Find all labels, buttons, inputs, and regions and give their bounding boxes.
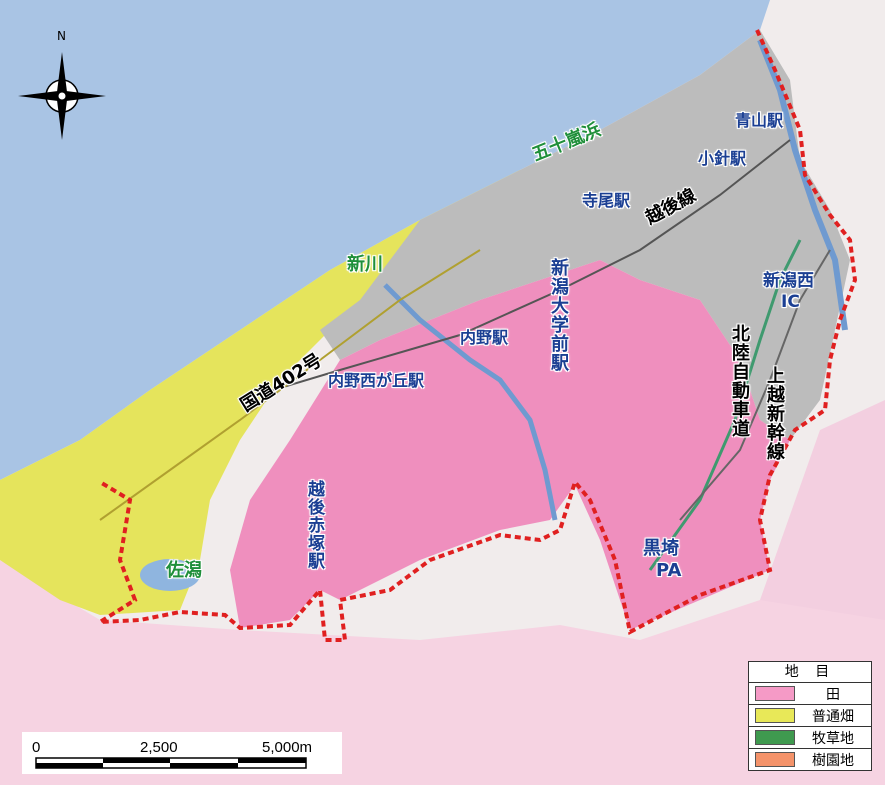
legend-title: 地 目 bbox=[749, 662, 871, 683]
legend-swatch-pasture bbox=[755, 730, 795, 745]
legend-row: 普通畑 bbox=[749, 705, 871, 727]
label-terao-station: 寺尾駅 bbox=[582, 191, 631, 210]
hokuriku-expressway-line bbox=[648, 239, 802, 571]
label-shinkawa: 新川 bbox=[347, 254, 383, 275]
legend: 地 目 田 普通畑 牧草地 樹園地 bbox=[748, 661, 872, 771]
river-shinkawa bbox=[383, 283, 558, 521]
sea-area bbox=[0, 0, 770, 480]
label-kurosaki-pa-line1: 黒埼 bbox=[643, 538, 679, 559]
outer-paddy-area-east bbox=[760, 400, 885, 620]
legend-swatch-field bbox=[755, 708, 795, 723]
legend-row: 牧草地 bbox=[749, 727, 871, 749]
legend-label: 田 bbox=[826, 686, 840, 703]
legend-row: 田 bbox=[749, 683, 871, 705]
scale-bar: 0 2,500 5,000m bbox=[22, 732, 342, 774]
field-area-coast bbox=[0, 170, 540, 615]
urban-area bbox=[320, 30, 850, 440]
label-niigata-daigakumae-station: 新潟大学前駅 bbox=[548, 258, 569, 372]
label-uchino-nishigaoka-station: 内野西が丘駅 bbox=[328, 371, 425, 390]
label-kurosaki-pa-line2: PA bbox=[656, 560, 682, 581]
legend-label: 牧草地 bbox=[812, 730, 854, 747]
label-niigata-nishi-ic-line2: IC bbox=[781, 292, 800, 312]
label-uchino-station: 内野駅 bbox=[460, 328, 509, 347]
legend-swatch-orchard bbox=[755, 752, 795, 767]
echigo-railway bbox=[239, 139, 791, 401]
scale-bar-graphic bbox=[35, 757, 307, 769]
legend-swatch-paddy bbox=[755, 686, 795, 701]
legend-label: 樹園地 bbox=[812, 752, 854, 769]
label-sakata: 佐潟 bbox=[166, 560, 202, 581]
label-niigata-nishi-ic-line1: 新潟西 bbox=[763, 271, 814, 291]
label-joetsu-shinkansen: 上越新幹線 bbox=[764, 366, 785, 461]
paddy-area bbox=[230, 260, 790, 630]
label-hokuriku-expressway: 北陸自動車道 bbox=[729, 324, 750, 438]
legend-row: 樹園地 bbox=[749, 749, 871, 770]
scale-tick-5000: 5,000m bbox=[262, 739, 313, 756]
lake-sakata bbox=[140, 559, 200, 591]
label-aoyama-station: 青山駅 bbox=[735, 111, 784, 130]
shinkansen-line bbox=[679, 249, 831, 521]
north-arrow bbox=[18, 52, 106, 140]
label-echigo-akatsuka-station: 越後赤塚駅 bbox=[304, 480, 324, 570]
legend-label: 普通畑 bbox=[812, 708, 854, 725]
district-boundary bbox=[92, 29, 858, 642]
river-east bbox=[757, 38, 848, 331]
route402-line bbox=[99, 249, 481, 521]
label-kobari-station: 小針駅 bbox=[698, 149, 747, 168]
outer-paddy-area bbox=[0, 560, 885, 785]
scale-tick-2500: 2,500 bbox=[140, 739, 178, 756]
north-label: N bbox=[57, 29, 66, 43]
scale-tick-0: 0 bbox=[32, 739, 41, 756]
